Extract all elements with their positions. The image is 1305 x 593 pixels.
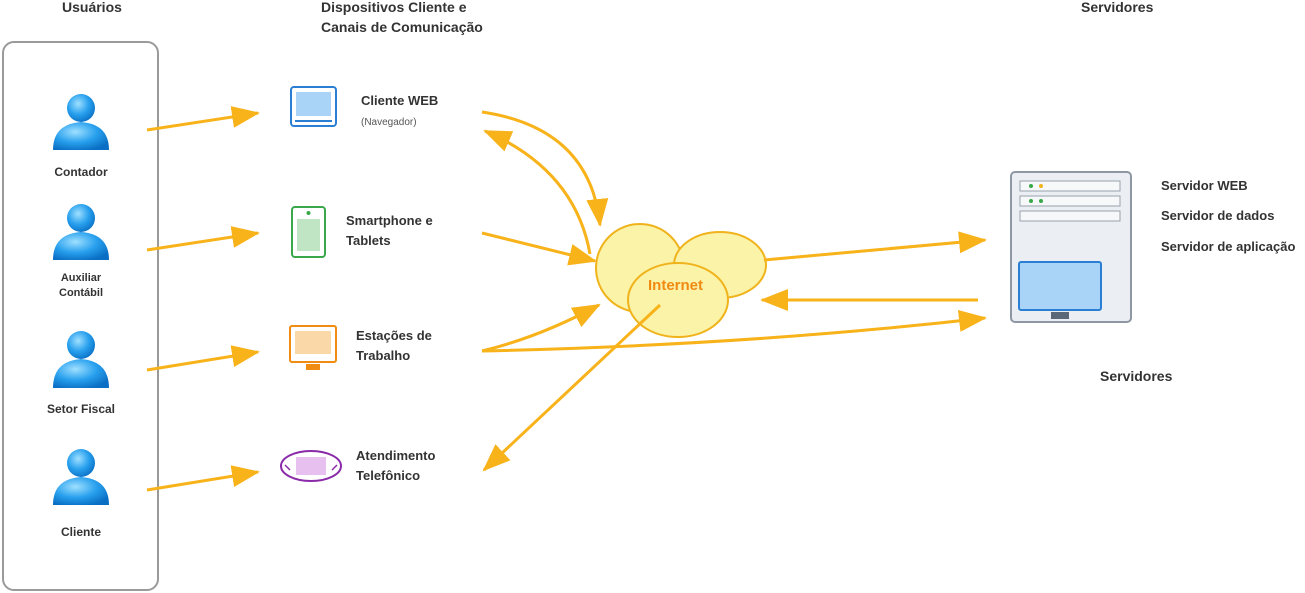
user-label-setor-fiscal: Setor Fiscal bbox=[46, 402, 116, 416]
device-sublabel-web: (Navegador) bbox=[361, 117, 417, 128]
device-label-web: Cliente WEB bbox=[361, 93, 439, 108]
users-header: Usuários bbox=[62, 0, 122, 15]
device-label-phone-line2: Telefônico bbox=[356, 468, 421, 483]
device-label-smartphone-line2: Tablets bbox=[346, 233, 391, 248]
telephone-icon bbox=[280, 450, 342, 482]
user-icon bbox=[53, 331, 109, 388]
server-item-app: Servidor de aplicação bbox=[1161, 239, 1296, 254]
user-label-auxiliar-line2: Contábil bbox=[59, 287, 103, 299]
servers-header: Servidores bbox=[1081, 0, 1154, 15]
server-icon bbox=[1010, 171, 1132, 323]
server-item-data: Servidor de dados bbox=[1161, 208, 1275, 223]
user-label-cliente: Cliente bbox=[60, 525, 101, 539]
internet-server-arrows bbox=[760, 231, 987, 311]
user-label-auxiliar-line1: Auxiliar bbox=[60, 272, 102, 284]
device-label-workstation-line1: Estações de bbox=[356, 328, 432, 343]
cloud-icon bbox=[595, 223, 767, 338]
device-label-smartphone-line1: Smartphone e bbox=[346, 213, 433, 228]
internet-label: Internet bbox=[648, 277, 704, 294]
device-label-phone-line1: Atendimento bbox=[356, 448, 436, 463]
monitor-icon bbox=[290, 86, 337, 127]
device-internet-arrows bbox=[481, 110, 987, 472]
user-icon bbox=[53, 449, 109, 505]
workstation-icon bbox=[289, 325, 337, 370]
user-icon bbox=[53, 94, 109, 150]
user-icon bbox=[53, 204, 109, 260]
devices-header-line2: Canais de Comunicação bbox=[321, 19, 483, 35]
user-device-arrows bbox=[146, 106, 260, 492]
user-label-contador: Contador bbox=[54, 165, 108, 179]
users-panel bbox=[2, 41, 159, 591]
servers-caption: Servidores bbox=[1100, 368, 1173, 384]
server-item-web: Servidor WEB bbox=[1161, 178, 1248, 193]
smartphone-icon bbox=[291, 206, 326, 258]
devices-header-line1: Dispositivos Cliente e bbox=[321, 0, 467, 15]
device-label-workstation-line2: Trabalho bbox=[356, 348, 411, 363]
